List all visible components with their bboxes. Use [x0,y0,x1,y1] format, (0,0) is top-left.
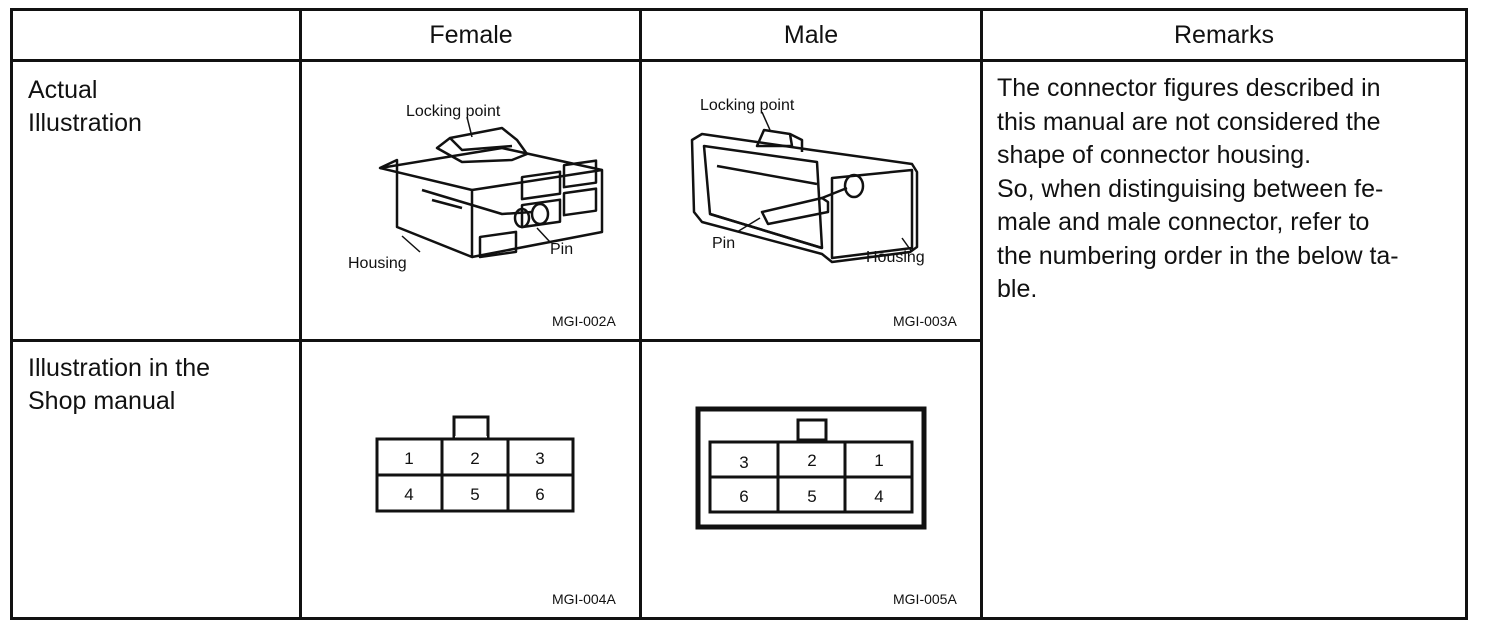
header-male: Male [783,21,839,49]
male-pin-5: 5 [807,487,816,506]
male-pin-diagram: 3 2 1 6 5 4 [695,406,927,530]
table-border-top [10,8,1468,11]
table-border-bottom [10,617,1468,620]
female-pin-4: 4 [404,485,413,504]
female-pin-3: 3 [535,449,544,468]
female-pin-5: 5 [470,485,479,504]
male-pin-3: 3 [739,453,748,472]
female-pin-label: Pin [550,241,573,258]
table-header-divider [10,59,1468,62]
figure-code-male-manual: MGI-005A [893,591,957,607]
table-col-divider-2 [639,8,642,620]
male-pin-label: Pin [712,235,735,252]
female-pin-6: 6 [535,485,544,504]
male-housing-label: Housing [866,249,925,266]
table-border-left [10,8,13,620]
table-row-divider [10,339,982,342]
female-connector-illustration: Locking point Pin Housing [348,103,604,272]
male-pin-4: 4 [874,487,883,506]
female-locking-point-label: Locking point [406,103,501,120]
female-pin-1: 1 [404,449,413,468]
row-label-actual-illustration: Actual Illustration [28,76,142,137]
figure-code-female-manual: MGI-004A [552,591,616,607]
male-locking-point-label: Locking point [700,97,795,114]
male-pin-6: 6 [739,487,748,506]
remarks-text: The connector figures described in this … [997,74,1399,303]
row-label-shop-manual: Illustration in the Shop manual [28,354,211,415]
header-remarks: Remarks [1173,21,1274,49]
male-connector-illustration: Locking point Pin Housing [690,97,925,266]
figure-code-female-actual: MGI-002A [552,313,616,329]
female-housing-label: Housing [348,255,407,272]
header-female: Female [429,21,513,49]
figure-code-male-actual: MGI-003A [893,313,957,329]
male-pin-2: 2 [807,451,816,470]
table-border-right [1465,8,1468,620]
table-col-divider-3 [980,8,983,620]
male-pin-1: 1 [874,451,883,470]
table-col-divider-1 [299,8,302,620]
female-pin-diagram: 1 2 3 4 5 6 [375,415,575,513]
female-pin-2: 2 [470,449,479,468]
